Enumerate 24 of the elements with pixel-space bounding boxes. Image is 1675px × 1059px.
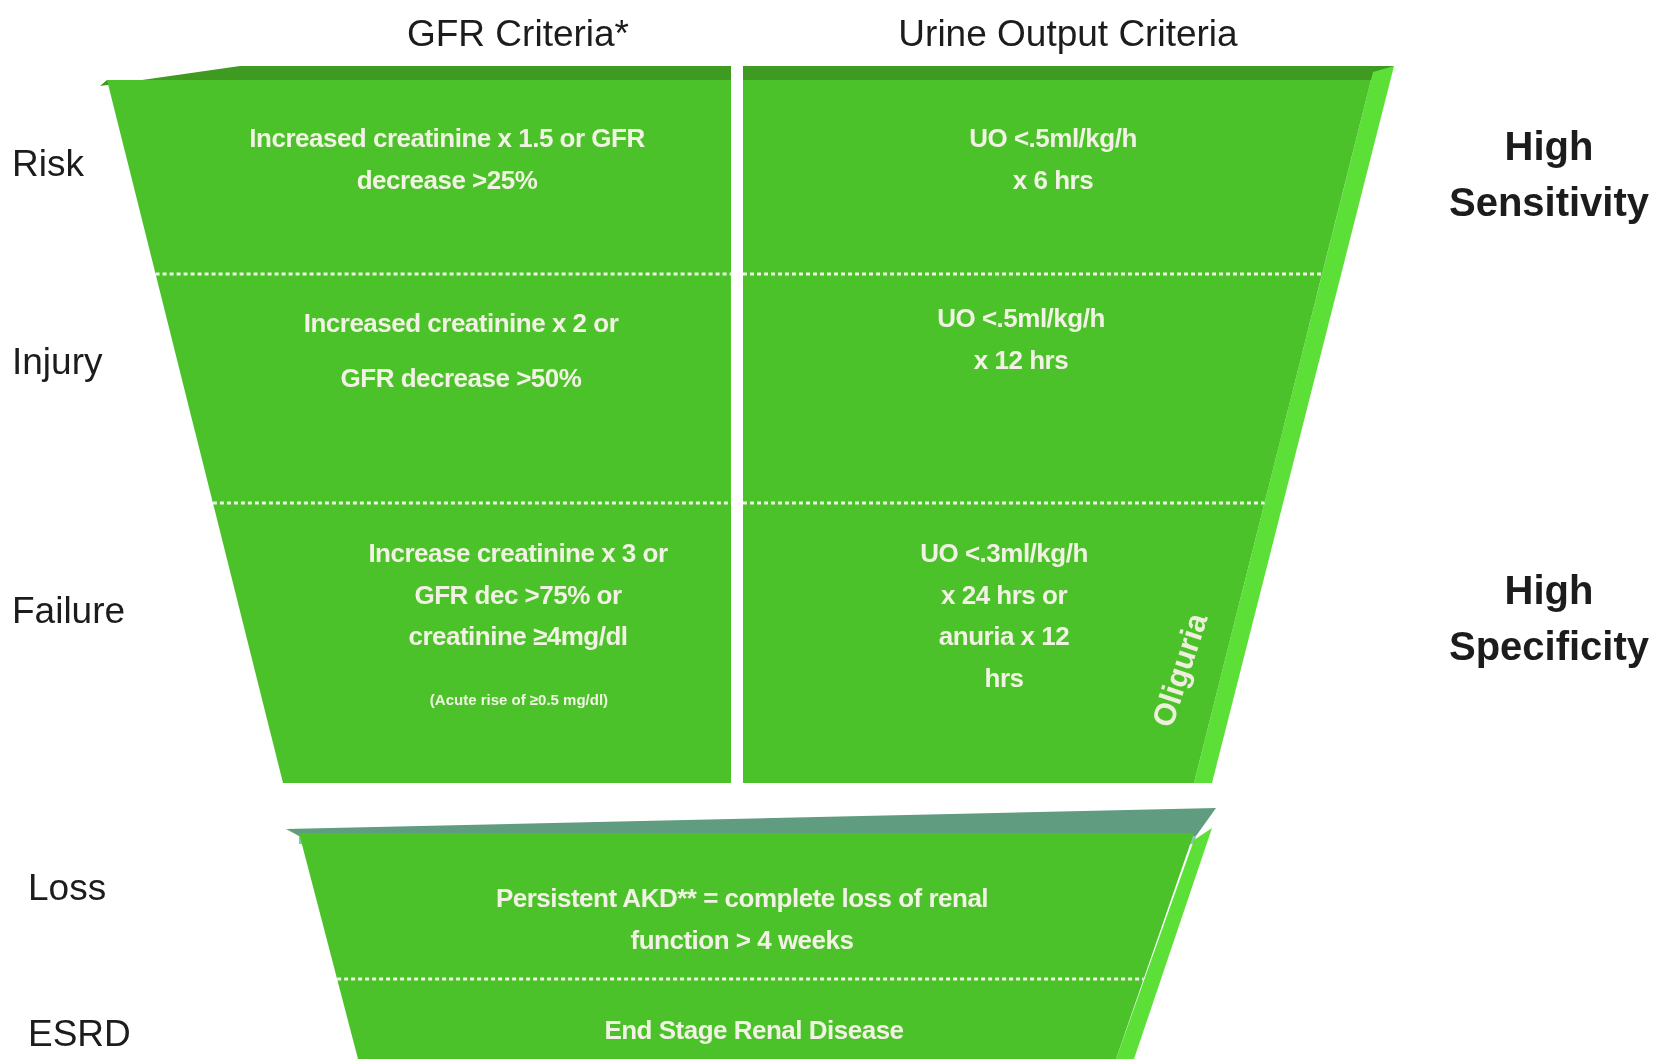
stage-name: Failure — [12, 589, 126, 633]
criteria-text: End Stage Renal Disease — [603, 1014, 905, 1047]
criteria-cell — [743, 80, 1371, 274]
criteria-text: Increased creatinine x 1.5 or GFR decrease >25% — [248, 122, 646, 197]
stage-name: ESRD — [28, 1012, 131, 1056]
column-heading: GFR Criteria* — [407, 12, 629, 56]
side-note: High Specificity — [1447, 567, 1651, 670]
side-note: High Sensitivity — [1447, 123, 1651, 226]
criteria-cell — [743, 503, 1265, 783]
footnote-text: (Acute rise of ≥0.5 mg/dl) — [428, 690, 610, 710]
column-heading: Urine Output Criteria — [898, 12, 1238, 56]
criteria-cell — [212, 503, 731, 783]
criteria-cell — [743, 274, 1323, 503]
criteria-text: Persistent AKD** = complete loss of renal function > 4 weeks — [494, 882, 990, 957]
stage-name: Risk — [12, 142, 84, 186]
criteria-text: UO <.5ml/kg/h x 6 hrs — [968, 122, 1138, 197]
criteria-text: Increased creatinine x 2 or GFR decrease >50% — [302, 307, 620, 395]
criteria-cell — [155, 274, 731, 503]
criteria-cell — [107, 80, 731, 274]
criteria-text: Increase creatinine x 3 or GFR dec >75% or creatinine ≥4mg/dl — [368, 537, 668, 654]
criteria-text: UO <.3ml/kg/h x 24 hrs or anuria x 12 hrs — [919, 537, 1089, 695]
stage-name: Injury — [12, 340, 103, 384]
stage-name: Loss — [28, 866, 107, 910]
criteria-text: UO <.5ml/kg/h x 12 hrs — [936, 302, 1106, 377]
